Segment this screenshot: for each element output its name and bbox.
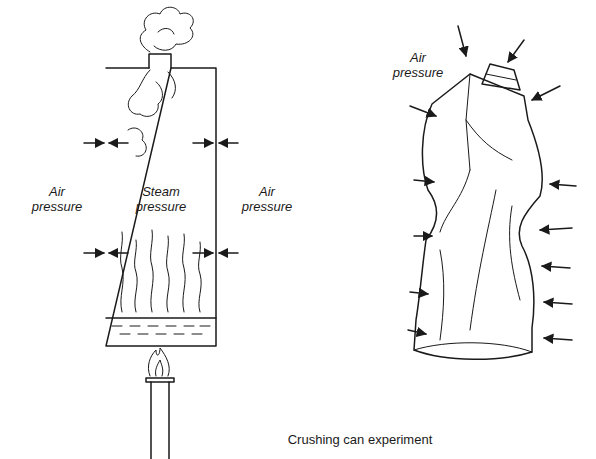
air-pressure-label: Air pressure	[22, 184, 92, 214]
air-pressure-label: Air pressure	[388, 50, 448, 80]
steam-pressure-label: Steam pressure	[126, 184, 196, 214]
air-pressure-label: Air pressure	[232, 184, 302, 214]
figure-caption: Crushing can experiment	[288, 432, 433, 447]
